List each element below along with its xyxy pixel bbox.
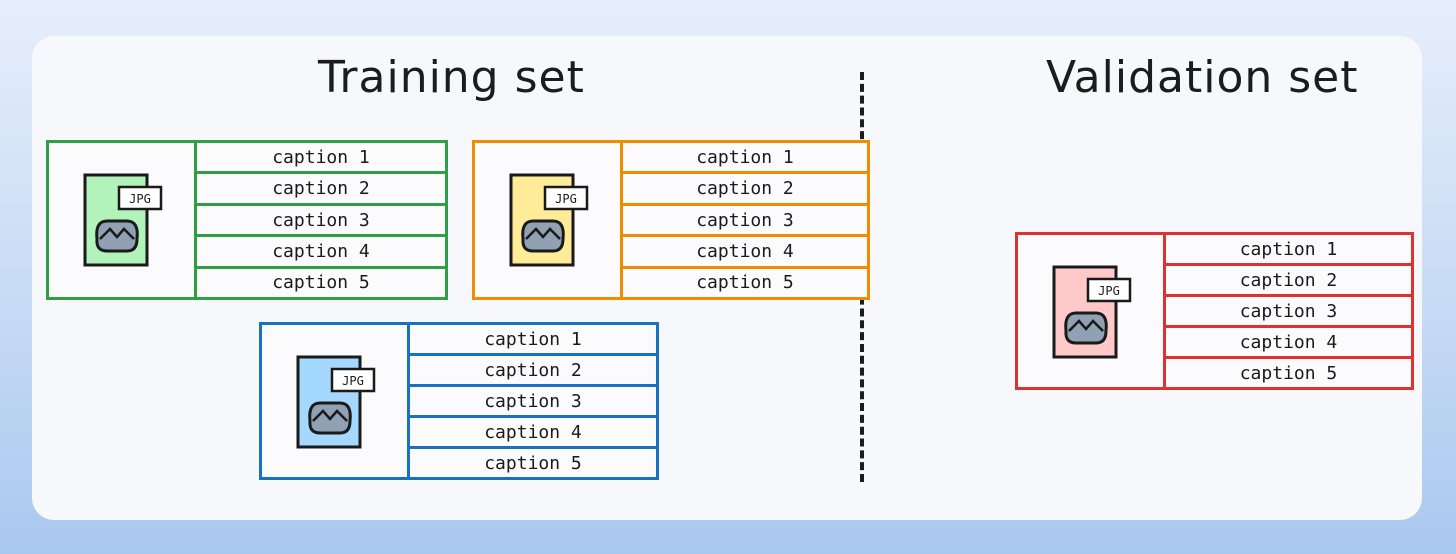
caption-row: caption 4 (410, 418, 656, 449)
training-sample-blue: JPG caption 1 caption 2 caption 3 captio… (259, 322, 659, 480)
file-glyph: JPG (296, 355, 376, 449)
validation-set-title: Validation set (1046, 52, 1359, 103)
caption-row: caption 1 (197, 143, 445, 175)
caption-row: caption 2 (1166, 266, 1411, 297)
caption-row: caption 3 (623, 206, 867, 238)
image-thumbnail: JPG (262, 325, 410, 477)
jpg-file-icon: JPG (296, 355, 376, 449)
caption-row: caption 1 (1166, 235, 1411, 266)
image-thumbnail: JPG (475, 143, 623, 297)
caption-row: caption 5 (272, 272, 370, 294)
training-sample-green: JPG caption 1 caption 2 caption 3 captio… (46, 140, 448, 300)
caption-row: caption 4 (623, 237, 867, 269)
caption-row: caption 2 (197, 174, 445, 206)
caption-row: caption 5 (1239, 362, 1338, 384)
file-glyph: JPG (509, 173, 589, 267)
training-sample-orange: JPG caption 1 caption 2 caption 3 captio… (472, 140, 870, 300)
jpg-label: JPG (1098, 284, 1120, 298)
file-glyph: JPG (83, 173, 163, 267)
caption-row: caption 5 (696, 272, 794, 294)
caption-row: caption 2 (410, 356, 656, 387)
file-glyph: JPG (1052, 265, 1132, 359)
training-set-title: Training set (318, 52, 585, 103)
caption-row: caption 1 (410, 325, 656, 356)
image-thumbnail: JPG (49, 143, 197, 297)
caption-list: caption 1 caption 2 caption 3 caption 4 … (1166, 235, 1411, 387)
caption-row: caption 3 (1166, 297, 1411, 328)
caption-row: caption 4 (197, 237, 445, 269)
caption-row: caption 1 (623, 143, 867, 175)
image-thumbnail: JPG (1018, 235, 1166, 387)
caption-list: caption 1 caption 2 caption 3 caption 4 … (197, 143, 445, 297)
caption-row: caption 5 (484, 452, 582, 474)
caption-list: caption 1 caption 2 caption 3 caption 4 … (623, 143, 867, 297)
caption-row: caption 4 (1166, 328, 1411, 359)
caption-list: caption 1 caption 2 caption 3 caption 4 … (410, 325, 656, 477)
caption-row: caption 3 (410, 387, 656, 418)
caption-row: caption 3 (197, 206, 445, 238)
jpg-file-icon: JPG (1052, 265, 1132, 359)
jpg-label: JPG (342, 374, 364, 388)
jpg-label: JPG (555, 192, 577, 206)
jpg-file-icon: JPG (83, 173, 163, 267)
jpg-label: JPG (129, 192, 151, 206)
validation-sample-red: JPG caption 1 caption 2 caption 3 captio… (1015, 232, 1414, 390)
jpg-file-icon: JPG (509, 173, 589, 267)
caption-row: caption 2 (623, 174, 867, 206)
